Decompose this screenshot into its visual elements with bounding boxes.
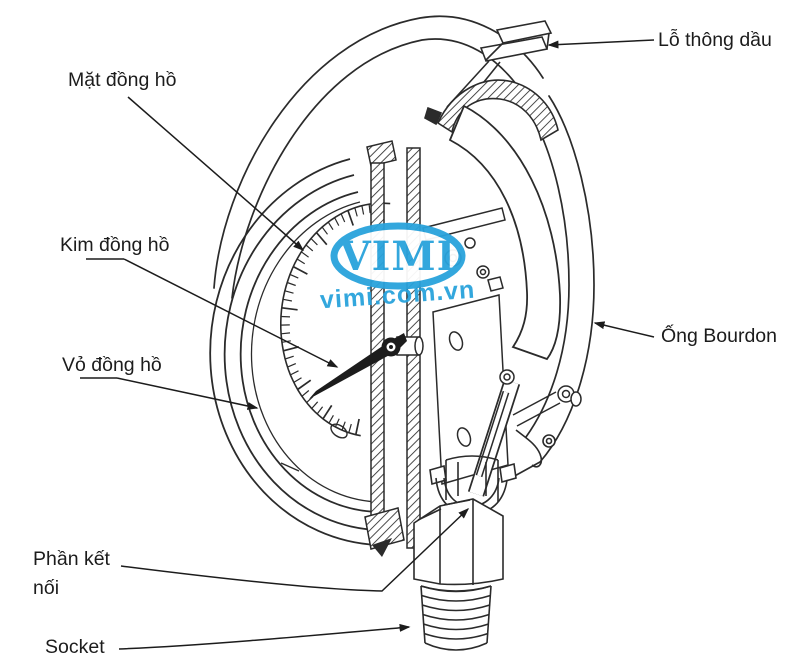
case-bezel-rings bbox=[209, 158, 382, 546]
watermark-ellipse bbox=[330, 222, 466, 290]
case-seal-section bbox=[436, 79, 559, 142]
label-case: Vỏ đồng hồ bbox=[62, 354, 162, 376]
label-oil-vent: Lỗ thông dầu bbox=[658, 29, 772, 51]
label-bourdon-tube: Ống Bourdon bbox=[661, 325, 778, 347]
oil-vent-plug bbox=[424, 20, 553, 126]
label-pointer: Kim đồng hồ bbox=[60, 234, 170, 256]
vimi-watermark: VIMI vimi.com.vn bbox=[319, 222, 476, 314]
label-socket: Socket bbox=[45, 636, 105, 658]
bourdon-tube bbox=[448, 104, 562, 361]
label-connection: Phần kết nối bbox=[33, 548, 110, 599]
dial-graduations bbox=[280, 202, 391, 437]
socket-connection bbox=[413, 429, 556, 651]
pointer-needle bbox=[309, 333, 424, 399]
leader-lines bbox=[80, 39, 655, 650]
label-dial-face: Mặt đồng hồ bbox=[68, 69, 177, 91]
watermark-brand-text: VIMI bbox=[339, 233, 457, 280]
movement-mechanism bbox=[422, 207, 582, 497]
